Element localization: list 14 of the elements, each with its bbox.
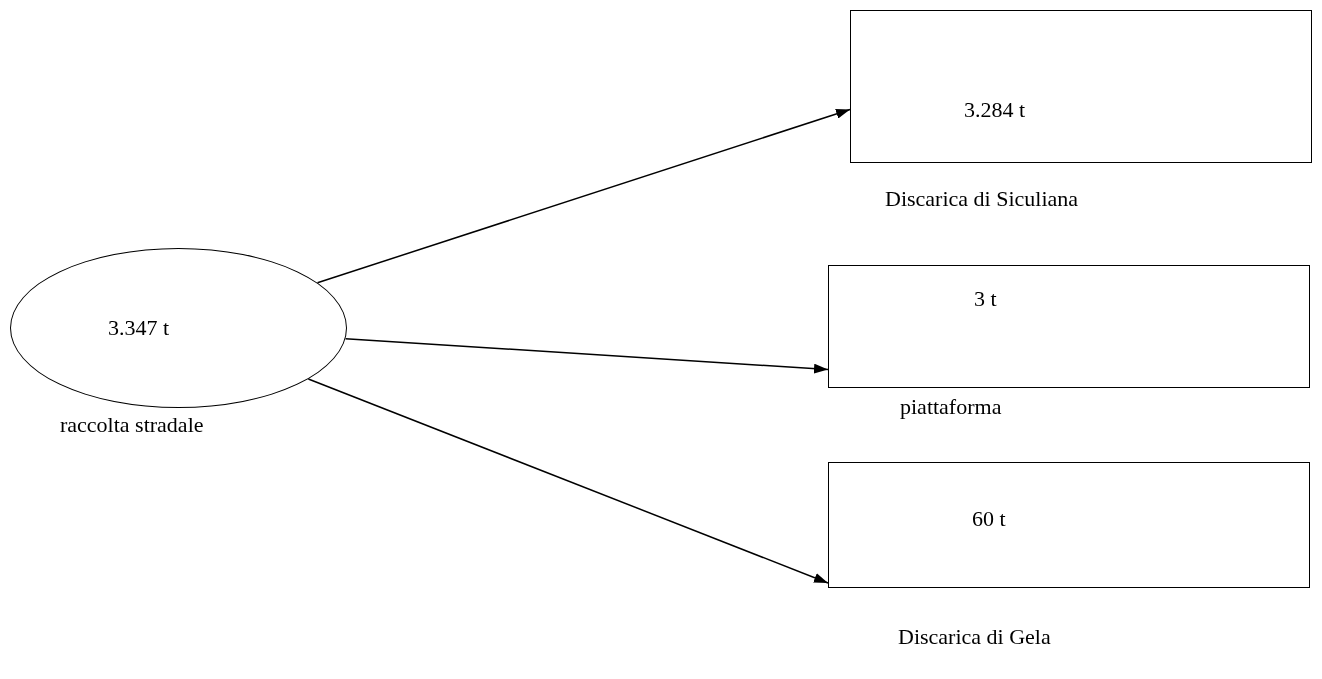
node-caption: piattaforma (900, 396, 1002, 418)
node-caption: Discarica di Gela (898, 626, 1051, 648)
node-text: 60 t (972, 508, 1006, 530)
node-text: 3 t (974, 288, 997, 310)
arrow (344, 337, 829, 374)
process-box (828, 462, 1310, 588)
node-text: 3.347 t (108, 317, 170, 339)
process-box (828, 265, 1310, 388)
node-caption: Discarica di Siculiana (885, 188, 1079, 210)
process-box (850, 10, 1312, 163)
arrow (307, 378, 829, 584)
arrow (316, 108, 851, 284)
node-caption: raccolta stradale (60, 414, 204, 436)
node-text: 3.284 t (964, 99, 1026, 121)
